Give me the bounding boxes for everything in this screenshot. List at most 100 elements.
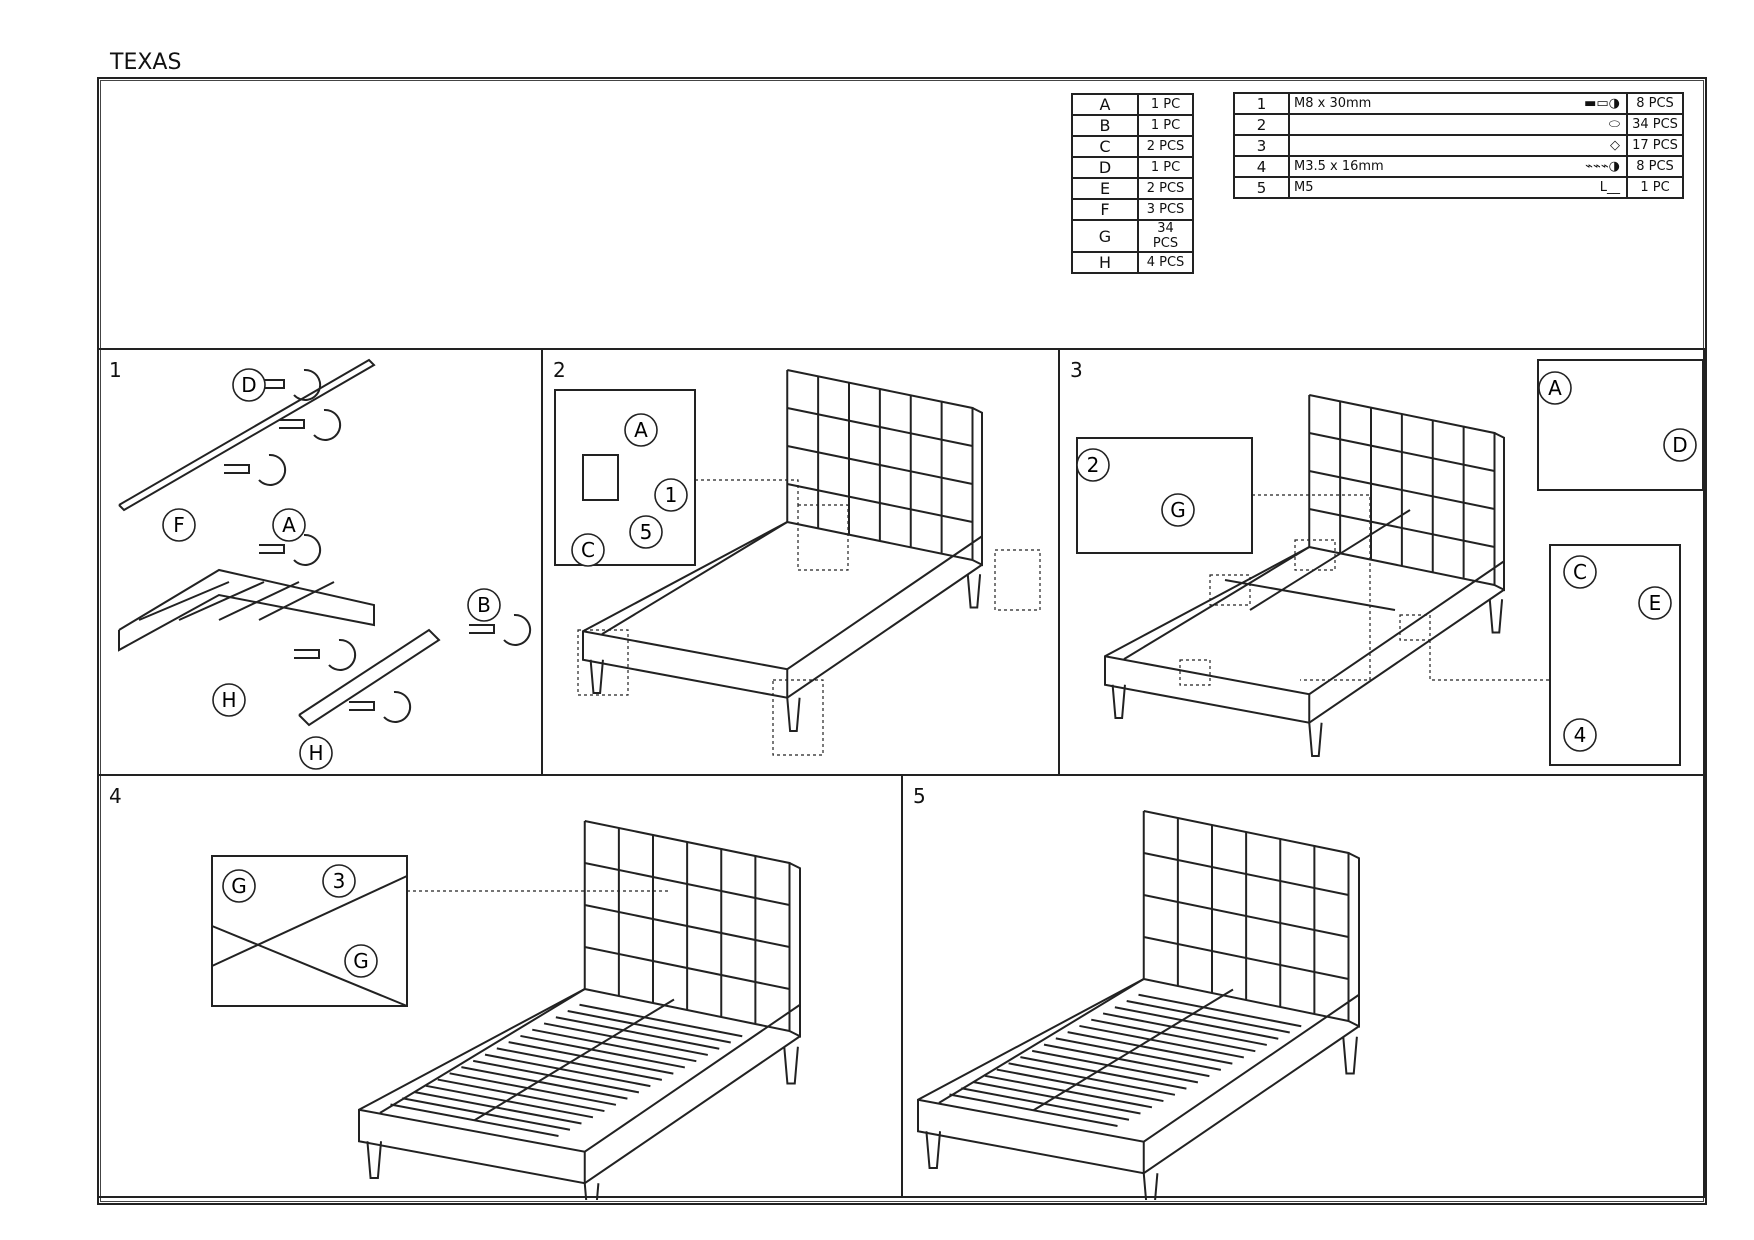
outline xyxy=(786,697,801,732)
outline xyxy=(508,1041,674,1075)
part-letter: G xyxy=(1071,219,1139,253)
outline xyxy=(1249,509,1411,611)
outline xyxy=(783,1046,799,1085)
part-letter: D xyxy=(1071,156,1139,179)
step-5-illustration xyxy=(917,810,1360,1200)
hardware-description: M8 x 30mm xyxy=(1294,96,1372,111)
hardware-description: M3.5 x 16mm xyxy=(1294,159,1384,174)
outline xyxy=(1114,1006,1279,1040)
rotate-arrow-icon xyxy=(503,613,532,646)
outline xyxy=(1032,988,1234,1112)
outline xyxy=(601,521,788,635)
inset-box xyxy=(1537,359,1704,491)
outline xyxy=(917,993,1360,1143)
outline xyxy=(496,1047,663,1081)
inset-box xyxy=(582,454,619,501)
outline xyxy=(1488,599,1504,634)
outline xyxy=(224,464,250,474)
detail-box xyxy=(994,549,1041,611)
callout-label: A xyxy=(1548,376,1562,400)
part-qty: 1 PC xyxy=(1137,93,1194,116)
outline xyxy=(787,445,973,485)
step-number: 4 xyxy=(109,784,122,808)
step-5-panel: 5 xyxy=(901,774,1705,1200)
outline xyxy=(259,379,285,389)
outline xyxy=(1309,432,1495,472)
hardware-number: 2 xyxy=(1233,113,1290,136)
outline xyxy=(1143,936,1349,980)
outline xyxy=(972,407,983,567)
inset-box xyxy=(554,389,696,566)
outline xyxy=(294,649,320,659)
callout-label: E xyxy=(1649,591,1662,615)
part-letter: A xyxy=(1071,93,1139,116)
outline xyxy=(425,1084,594,1119)
outline xyxy=(996,1068,1164,1103)
hardware-qty: 8 PCS xyxy=(1626,155,1684,178)
callout-label: 4 xyxy=(1574,723,1587,747)
outline xyxy=(520,1034,686,1069)
outline xyxy=(138,581,230,621)
callout-circle xyxy=(1563,555,1597,589)
callout-circle xyxy=(162,508,196,542)
outline xyxy=(1055,1037,1222,1071)
callout-label: D xyxy=(241,373,256,397)
hardware-qty: 34 PCS xyxy=(1626,113,1684,136)
outline xyxy=(413,1091,582,1125)
outline xyxy=(1126,1000,1290,1034)
outline xyxy=(1494,432,1505,592)
rotate-arrow-icon xyxy=(293,533,322,566)
hardware-number: 3 xyxy=(1233,134,1290,157)
rotate-arrow-icon xyxy=(313,408,342,441)
outline xyxy=(358,988,801,1185)
callout-label: B xyxy=(477,593,491,617)
callout-circle xyxy=(1663,428,1697,462)
callout-circle xyxy=(1638,586,1672,620)
outline xyxy=(787,483,973,523)
callout-label: C xyxy=(1573,560,1587,584)
callout-circle xyxy=(222,869,256,903)
callout-circle xyxy=(1563,718,1597,752)
outline xyxy=(1143,894,1349,938)
outline xyxy=(1143,852,1349,896)
screw-icon: ⌁⌁⌁◑ xyxy=(1585,159,1620,174)
outline xyxy=(584,862,790,906)
outline xyxy=(582,535,983,671)
part-qty: 4 PCS xyxy=(1137,251,1194,274)
callout-circle xyxy=(654,478,688,512)
inset-box xyxy=(1549,544,1681,766)
outline xyxy=(298,628,441,727)
outline xyxy=(1224,579,1396,611)
callout-label: G xyxy=(353,949,369,973)
callout-label: G xyxy=(1170,498,1186,522)
callout-circle xyxy=(322,864,356,898)
outline xyxy=(218,581,300,621)
outline xyxy=(1308,722,1323,757)
inset-box xyxy=(211,855,408,1007)
outline xyxy=(984,1074,1153,1109)
outline xyxy=(1104,546,1505,724)
rotate-arrow-icon xyxy=(258,453,287,486)
rotate-arrow-icon xyxy=(383,690,412,723)
part-letter: F xyxy=(1071,198,1139,221)
outline xyxy=(925,1131,942,1169)
outline xyxy=(461,1066,628,1100)
guide-line xyxy=(695,479,799,505)
outline xyxy=(1348,852,1360,1028)
bolt-icon: ▬▭◑ xyxy=(1584,96,1620,111)
outline xyxy=(1008,1062,1176,1096)
callout-circle xyxy=(629,515,663,549)
hardware-qty: 8 PCS xyxy=(1626,92,1684,115)
callout-label: 3 xyxy=(333,869,346,893)
callout-circle xyxy=(467,588,501,622)
part-qty: 2 PCS xyxy=(1137,177,1194,200)
outline xyxy=(118,568,375,652)
outline xyxy=(358,1003,801,1153)
